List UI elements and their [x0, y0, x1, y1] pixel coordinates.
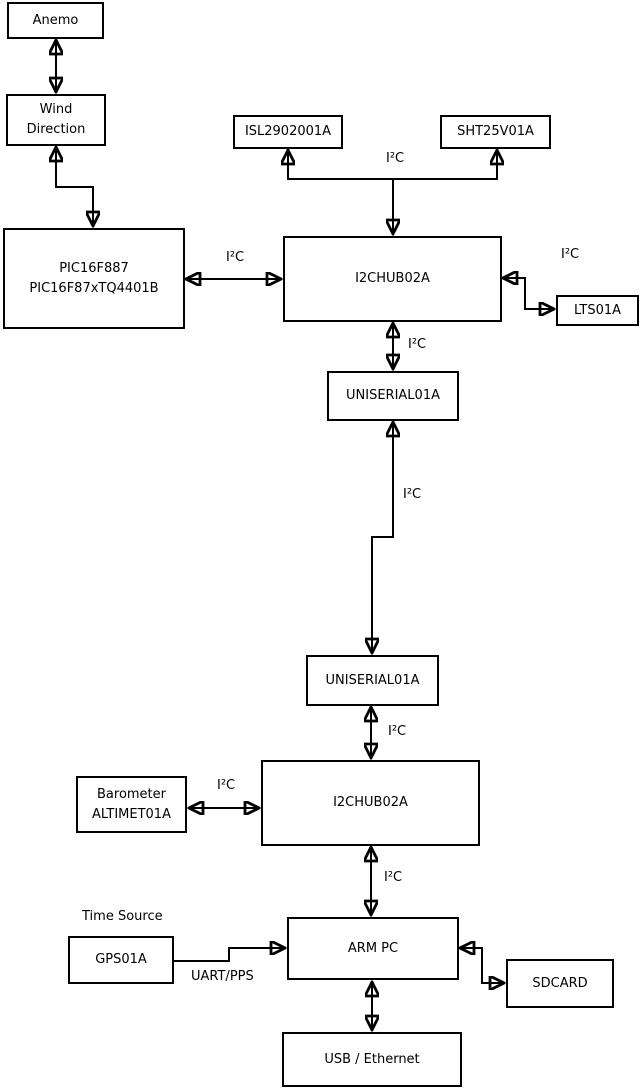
- node-sht25v01a-label: SHT25V01A: [457, 124, 534, 139]
- node-anemo: Anemo: [7, 2, 104, 39]
- node-usb-ethernet-label: USB / Ethernet: [324, 1051, 420, 1067]
- edge-i2chub-top-lts: [503, 278, 554, 309]
- node-isl2902001a: ISL2902001A: [233, 115, 343, 149]
- node-pic16f887: PIC16F887 PIC16F87xTQ4401B: [3, 228, 185, 329]
- node-i2chub02a-top-label: I2CHUB02A: [355, 271, 430, 286]
- node-arm-pc: ARM PC: [287, 917, 459, 980]
- node-isl2902001a-label: ISL2902001A: [244, 124, 332, 139]
- edge-label-i2c-hub-uniserial-top: I²C: [408, 337, 427, 352]
- node-uniserial01a-top-label: UNISERIAL01A: [346, 388, 440, 403]
- node-uniserial01a-bottom-label: UNISERIAL01A: [325, 672, 420, 688]
- node-gps01a-label: GPS01A: [95, 952, 147, 967]
- node-barometer-label-line1: Barometer: [97, 786, 166, 802]
- node-sdcard: SDCARD: [506, 959, 614, 1008]
- node-i2chub02a-bottom-label: I2CHUB02A: [333, 795, 408, 810]
- node-anemo-label: Anemo: [32, 12, 79, 28]
- node-pic16f887-label-line2: PIC16F87xTQ4401B: [29, 280, 159, 296]
- edge-armpc-sdcard: [460, 948, 504, 983]
- node-pic16f887-label-line1: PIC16F887: [59, 260, 129, 276]
- node-uniserial01a-top: UNISERIAL01A: [327, 371, 459, 421]
- edge-label-i2c-sensor-branch: I²C: [386, 151, 405, 166]
- edge-gps-armpc: [174, 948, 285, 962]
- node-lts01a-label: LTS01A: [573, 302, 622, 318]
- node-gps01a: GPS01A: [68, 936, 174, 984]
- edge-label-i2c-pic-hub: I²C: [226, 250, 245, 265]
- node-i2chub02a-top: I2CHUB02A: [283, 236, 502, 322]
- node-i2chub02a-bottom: I2CHUB02A: [261, 760, 480, 846]
- edge-label-uart-pps: UART/PPS: [191, 969, 254, 984]
- node-wind-direction-label-line1: Wind: [39, 102, 73, 117]
- edge-uniserial-top-uniserial-bottom: [372, 422, 393, 653]
- node-usb-ethernet: USB / Ethernet: [282, 1032, 462, 1087]
- node-wind-direction-label-line2: Direction: [26, 122, 86, 137]
- label-time-source: Time Source: [82, 909, 163, 924]
- node-barometer-altimet01a: Barometer ALTIMET01A: [76, 776, 187, 833]
- edge-label-i2c-hub-lts: I²C: [561, 247, 580, 262]
- edge-wind-pic: [56, 147, 93, 226]
- edge-label-i2c-uniserial-link: I²C: [403, 487, 422, 502]
- node-uniserial01a-bottom: UNISERIAL01A: [306, 655, 439, 706]
- edge-label-i2c-uniserial-hub-bottom: I²C: [388, 724, 407, 739]
- node-barometer-label-line2: ALTIMET01A: [92, 806, 171, 822]
- node-lts01a: LTS01A: [556, 295, 639, 326]
- node-wind-direction: Wind Direction: [6, 94, 106, 146]
- edge-label-i2c-barometer-hub: I²C: [217, 778, 236, 793]
- node-arm-pc-label: ARM PC: [347, 940, 399, 956]
- node-sdcard-label: SDCARD: [532, 975, 588, 991]
- node-sht25v01a: SHT25V01A: [440, 115, 551, 149]
- edge-label-i2c-hub-armpc: I²C: [384, 870, 403, 885]
